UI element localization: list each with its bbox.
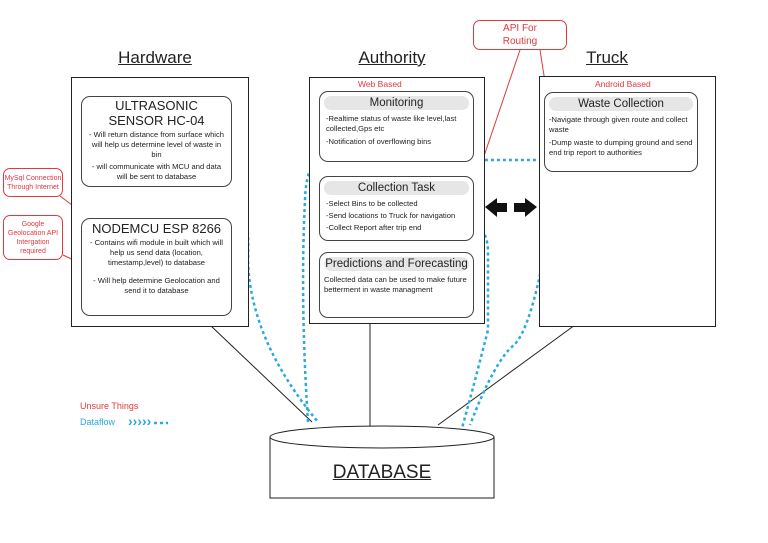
authority-platform: Web Based	[358, 79, 402, 89]
database-cylinder	[269, 425, 495, 499]
mcu-line: - Will help determine Geolocation and se…	[93, 276, 220, 295]
monitoring-title: Monitoring	[324, 96, 469, 110]
sensor-title: ULTRASONIC SENSOR HC-04	[108, 98, 205, 128]
predictions-title: Predictions and Forecasting	[324, 257, 469, 271]
truck-db-line	[437, 324, 576, 426]
bidirectional-arrow-icon	[485, 198, 537, 217]
sensor-line: - will communicate with MCU and data wil…	[91, 162, 222, 181]
sensor-line: - Will return distance from surface whic…	[88, 130, 225, 159]
database-label: DATABASE	[332, 462, 432, 483]
dataflow-db-collection	[460, 230, 490, 429]
predictions-line: Collected data can be used to make futur…	[324, 275, 467, 294]
waste-line: -Navigate through given route and collec…	[549, 115, 688, 134]
dataflow-chevrons-icon: ›››››	[128, 413, 152, 429]
mcu-line: - Contains wifi module in built which wi…	[90, 238, 223, 267]
authority-title: Authority	[358, 48, 426, 67]
waste-collection-card: Waste Collection -Navigate through given…	[544, 92, 698, 172]
waste-line: -Dump waste to dumping ground and send e…	[549, 138, 693, 157]
mysql-note: MySql Connection Through Internet	[3, 168, 63, 197]
collection-title: Collection Task	[324, 181, 469, 195]
api-note: API For Routing	[473, 20, 567, 50]
monitoring-line: -Realtime status of waste like level,las…	[326, 114, 457, 133]
mcu-card: NODEMCU ESP 8266 - Contains wifi module …	[81, 218, 232, 316]
collection-line: -Select Bins to be collected	[326, 199, 418, 208]
sensor-card: ULTRASONIC SENSOR HC-04 - Will return di…	[81, 96, 232, 187]
collection-line: -Send locations to Truck for navigation	[326, 211, 456, 220]
collection-card: Collection Task -Select Bins to be colle…	[319, 176, 474, 241]
truck-platform: Android Based	[595, 79, 651, 89]
hardware-title: Hardware	[118, 48, 192, 67]
collection-line: -Collect Report after trip end	[326, 223, 422, 232]
predictions-card: Predictions and Forecasting Collected da…	[319, 252, 474, 318]
monitoring-line: -Notification of overflowing bins	[326, 137, 432, 146]
mcu-title: NODEMCU ESP 8266	[91, 221, 222, 236]
truck-title: Truck	[586, 48, 628, 67]
google-note: Google Geolocation API Intergation requi…	[3, 215, 63, 260]
waste-collection-title: Waste Collection	[549, 97, 693, 111]
legend-dataflow: Dataflow	[80, 417, 116, 427]
hardware-db-line	[209, 324, 313, 423]
legend-unsure: Unsure Things	[80, 401, 139, 411]
monitoring-card: Monitoring -Realtime status of waste lik…	[319, 91, 474, 162]
